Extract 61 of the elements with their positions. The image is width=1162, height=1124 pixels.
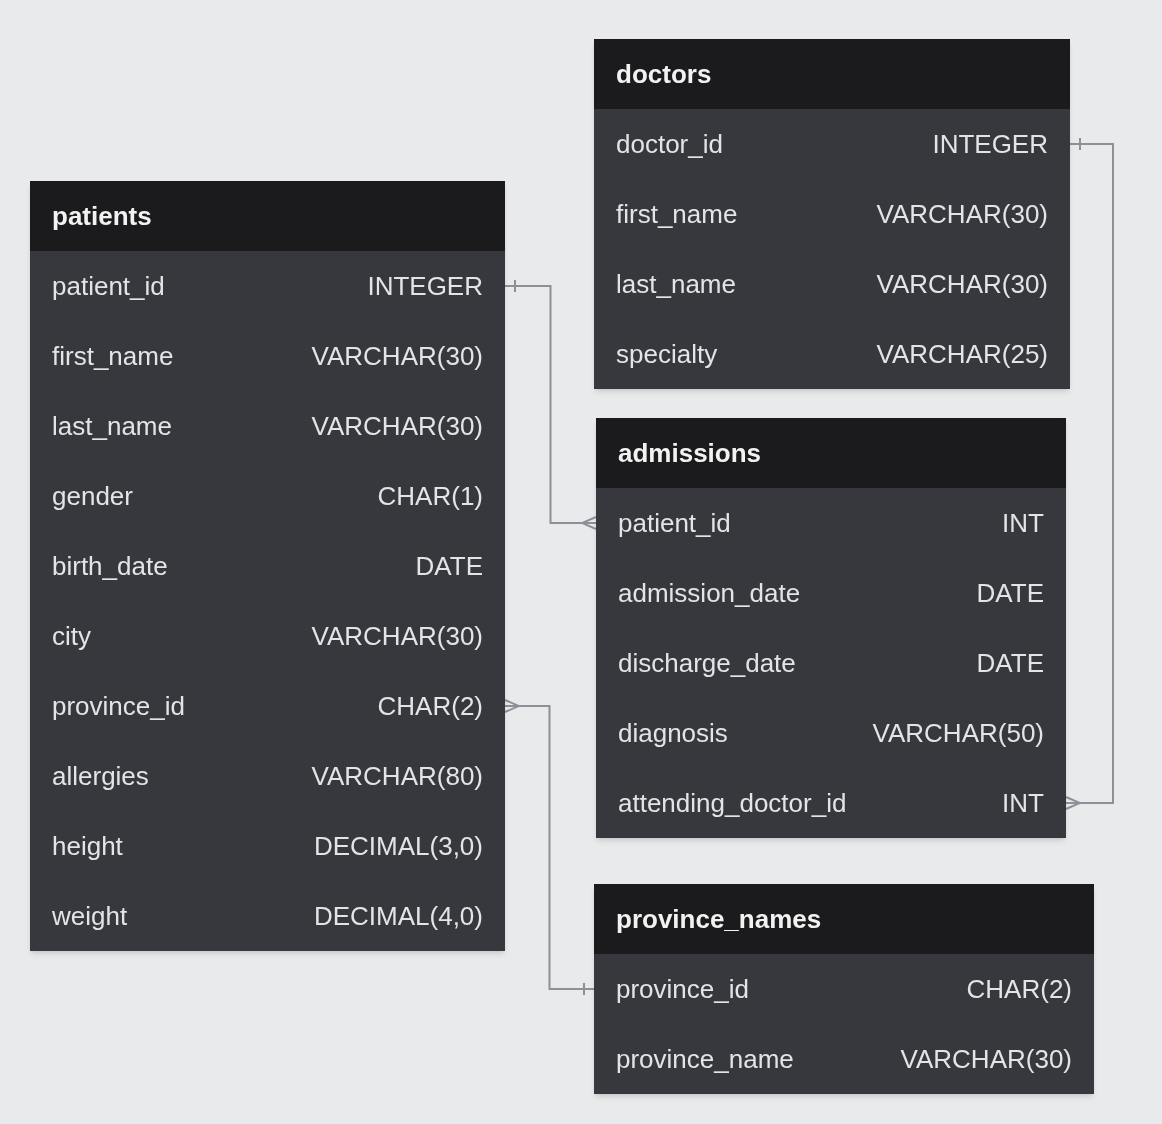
column-name: doctor_id	[616, 127, 723, 161]
relationship-line	[504, 699, 595, 996]
table-title: doctors	[616, 57, 712, 91]
column-name: patient_id	[618, 506, 731, 540]
column-name: province_id	[52, 689, 185, 723]
column-type: INT	[1002, 786, 1044, 820]
table-title: patients	[52, 199, 152, 233]
relationship-line	[1065, 137, 1114, 810]
column-type: VARCHAR(30)	[876, 197, 1048, 231]
table	[30, 181, 505, 951]
column-type: VARCHAR(30)	[876, 267, 1048, 301]
table-row	[596, 488, 1066, 558]
column-type: INTEGER	[932, 127, 1048, 161]
table-row	[30, 881, 505, 951]
column-name: province_id	[616, 972, 749, 1006]
column-type: VARCHAR(30)	[311, 339, 483, 373]
column-name: first_name	[52, 339, 174, 373]
column-type: CHAR(1)	[377, 479, 483, 513]
column-type: VARCHAR(30)	[311, 619, 483, 653]
table	[594, 39, 1070, 389]
column-type: VARCHAR(25)	[876, 337, 1048, 371]
table-title: admissions	[618, 436, 762, 470]
column-type: VARCHAR(80)	[311, 759, 483, 793]
column-name: birth_date	[52, 549, 168, 583]
column-name: height	[52, 829, 123, 863]
table-row	[594, 954, 1094, 1024]
column-name: discharge_date	[618, 646, 796, 680]
relationship-line	[504, 279, 597, 530]
column-type: INTEGER	[367, 269, 483, 303]
column-name: diagnosis	[618, 716, 728, 750]
column-name: province_name	[616, 1042, 794, 1076]
column-type: VARCHAR(30)	[900, 1042, 1072, 1076]
column-name: last_name	[616, 267, 736, 301]
column-name: allergies	[52, 759, 149, 793]
column-type: DECIMAL(3,0)	[313, 829, 483, 863]
column-type: DATE	[415, 549, 483, 583]
table-row	[594, 109, 1070, 179]
table	[594, 884, 1094, 1094]
table	[596, 418, 1066, 838]
column-name: city	[52, 619, 91, 653]
column-type: DATE	[976, 646, 1044, 680]
column-name: patient_id	[52, 269, 165, 303]
column-name: attending_doctor_id	[618, 786, 847, 820]
column-name: first_name	[616, 197, 738, 231]
table-row	[30, 251, 505, 321]
column-name: weight	[52, 899, 128, 933]
table-row	[594, 319, 1070, 389]
column-type: VARCHAR(30)	[311, 409, 483, 443]
column-type: CHAR(2)	[966, 972, 1072, 1006]
column-name: admission_date	[618, 576, 801, 610]
column-name: gender	[52, 479, 133, 513]
table-title: province_names	[616, 902, 822, 936]
column-name: specialty	[616, 337, 718, 371]
table-row	[596, 768, 1066, 838]
column-type: DECIMAL(4,0)	[313, 899, 483, 933]
table-row	[594, 1024, 1094, 1094]
column-name: last_name	[52, 409, 172, 443]
column-type: VARCHAR(50)	[872, 716, 1044, 750]
column-type: INT	[1002, 506, 1044, 540]
column-type: DATE	[976, 576, 1044, 610]
column-type: CHAR(2)	[377, 689, 483, 723]
